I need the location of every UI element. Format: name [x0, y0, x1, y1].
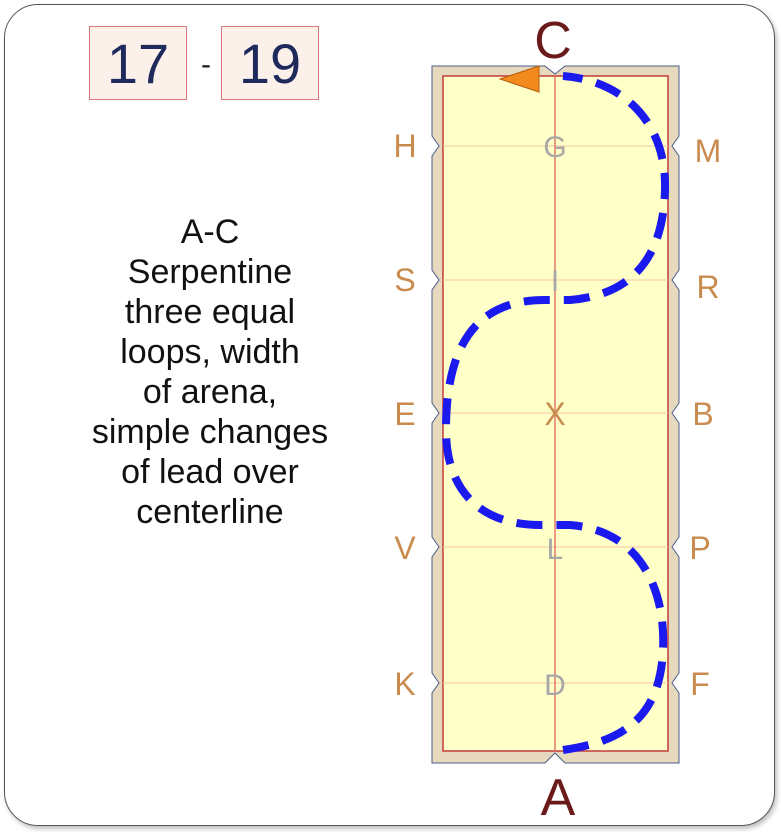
center-letter-i: I — [551, 265, 559, 298]
description-line: A-C — [180, 213, 240, 251]
description-line: Serpentine — [127, 253, 293, 291]
arena-letter-k: K — [394, 666, 415, 702]
arena-letter-v: V — [394, 530, 416, 566]
description-line: of lead over — [121, 453, 299, 491]
movement-description: A-C Serpentine three equal loops, width … — [40, 212, 380, 532]
arena-letter-e: E — [394, 396, 415, 432]
arena-letter-r: R — [696, 269, 719, 305]
arena-letter-a: A — [541, 769, 576, 827]
center-letter-x: X — [544, 396, 565, 432]
description-line: centerline — [136, 493, 284, 531]
arena-letter-s: S — [394, 262, 415, 298]
arena-letter-f: F — [690, 666, 710, 702]
center-letter-g: G — [543, 131, 566, 164]
description-line: three equal — [124, 293, 296, 331]
arena-letter-p: P — [689, 530, 710, 566]
center-letter-d: D — [544, 669, 566, 702]
serpentine-path — [441, 72, 670, 754]
description-line: simple changes — [91, 413, 329, 451]
arena-letter-c: C — [534, 12, 572, 70]
arena-letter-m: M — [695, 133, 722, 169]
arena-letter-b: B — [692, 396, 713, 432]
description-line: loops, width — [120, 333, 300, 371]
movement-number-start: 17 — [89, 26, 187, 100]
direction-arrow-icon — [498, 65, 540, 93]
description-line: of arena, — [142, 373, 278, 411]
movement-number-end: 19 — [221, 26, 319, 100]
center-letter-l: L — [547, 533, 564, 566]
movement-number-separator: - — [201, 48, 211, 81]
arena-letter-h: H — [393, 128, 416, 164]
